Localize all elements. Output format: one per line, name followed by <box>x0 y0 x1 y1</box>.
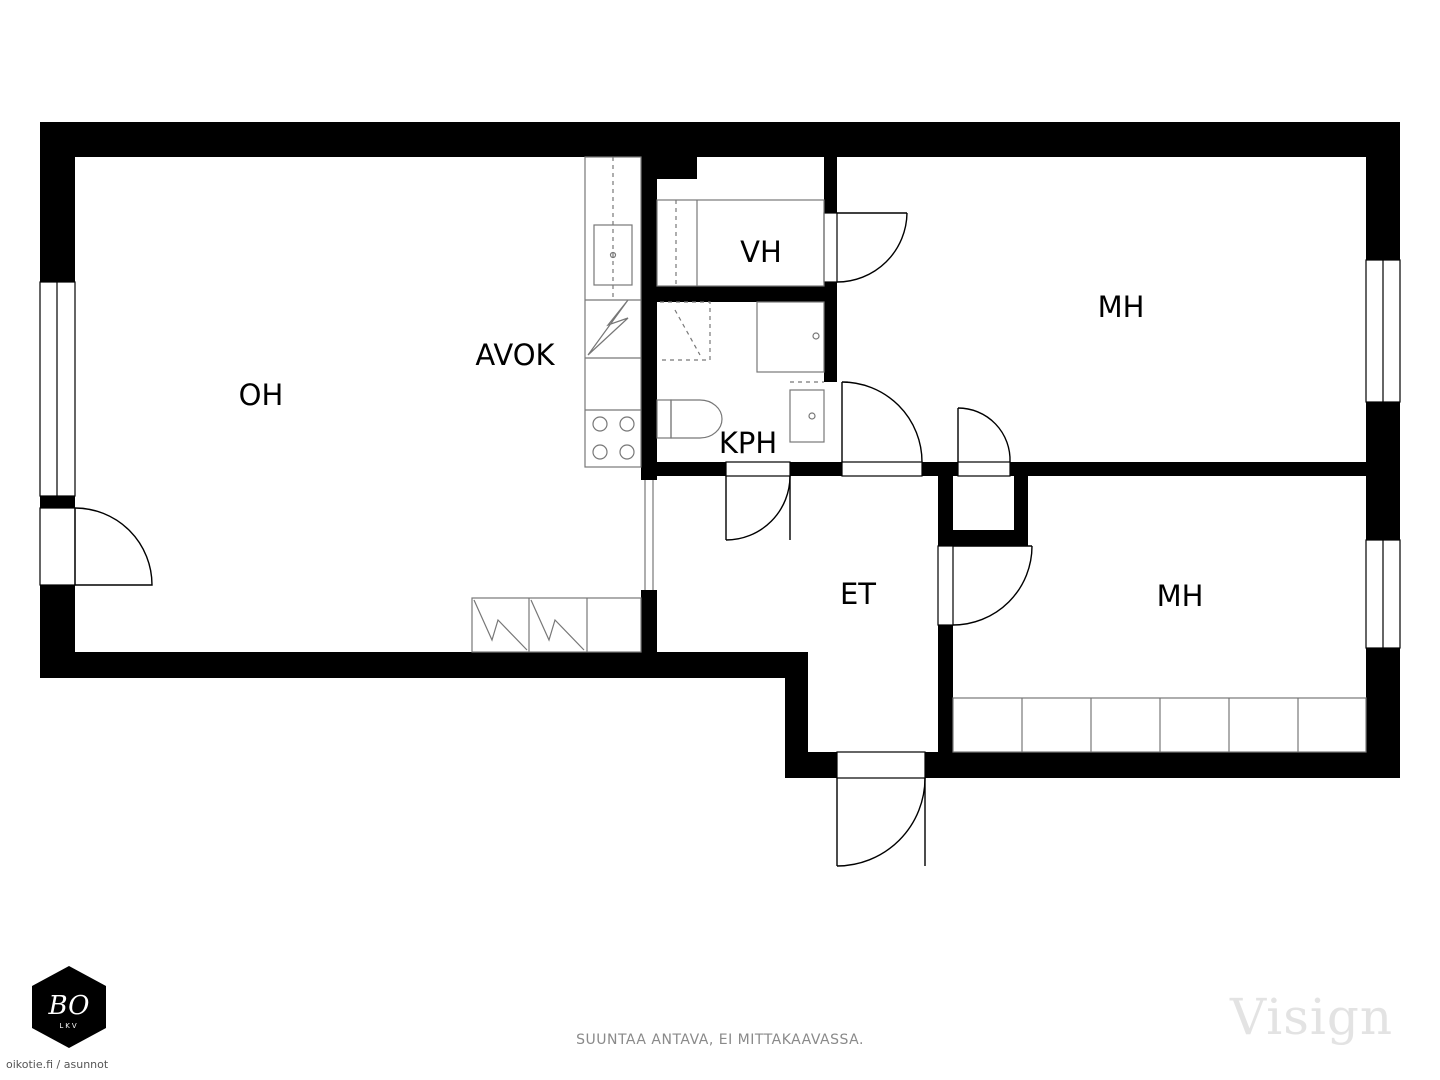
exterior-walls <box>40 122 1400 778</box>
windows <box>39 259 1401 649</box>
door-oh-balcony <box>39 507 153 586</box>
oh-storage <box>471 597 642 653</box>
toilet-icon <box>656 399 723 439</box>
logo-sub: LKV <box>59 1022 78 1030</box>
logo-mark: BO <box>48 991 90 1021</box>
window-mh-bottom <box>1365 539 1401 649</box>
door-mh-top <box>841 381 923 477</box>
room-label-kph: KPH <box>719 426 777 460</box>
door-kph <box>725 461 791 541</box>
interior-walls <box>641 155 1400 778</box>
window-oh <box>39 281 76 497</box>
opening-lines <box>644 480 654 590</box>
watermark: Visign <box>1230 988 1394 1046</box>
source-text: oikotie.fi / asunnot <box>6 1058 109 1071</box>
door-vh <box>823 212 908 283</box>
door-entrance <box>836 751 926 867</box>
bathroom-sink-icon <box>789 389 825 443</box>
mh-wardrobe <box>952 697 1367 753</box>
footer-note: SUUNTAA ANTAVA, EI MITTAKAAVASSA. <box>576 1032 864 1048</box>
vh-fixtures <box>656 199 825 287</box>
doors <box>39 212 1033 867</box>
shower-icon <box>660 301 711 361</box>
room-label-avok: AVOK <box>475 338 555 372</box>
agency-logo: BO LKV <box>32 966 106 1048</box>
room-label-mh-bottom: MH <box>1157 579 1204 613</box>
room-label-et: ET <box>840 577 876 611</box>
door-mh-bottom <box>937 545 1033 626</box>
room-label-mh-top: MH <box>1098 290 1145 324</box>
fridge-icon <box>587 299 629 356</box>
kitchen-counter <box>584 156 642 468</box>
door-closet <box>957 407 1011 477</box>
room-label-vh: VH <box>740 235 782 269</box>
room-label-oh: OH <box>239 378 284 412</box>
kph-fixtures <box>656 301 825 443</box>
stove-icon <box>592 416 635 460</box>
kitchen-sink-icon <box>593 224 633 286</box>
window-mh-top <box>1365 259 1401 403</box>
